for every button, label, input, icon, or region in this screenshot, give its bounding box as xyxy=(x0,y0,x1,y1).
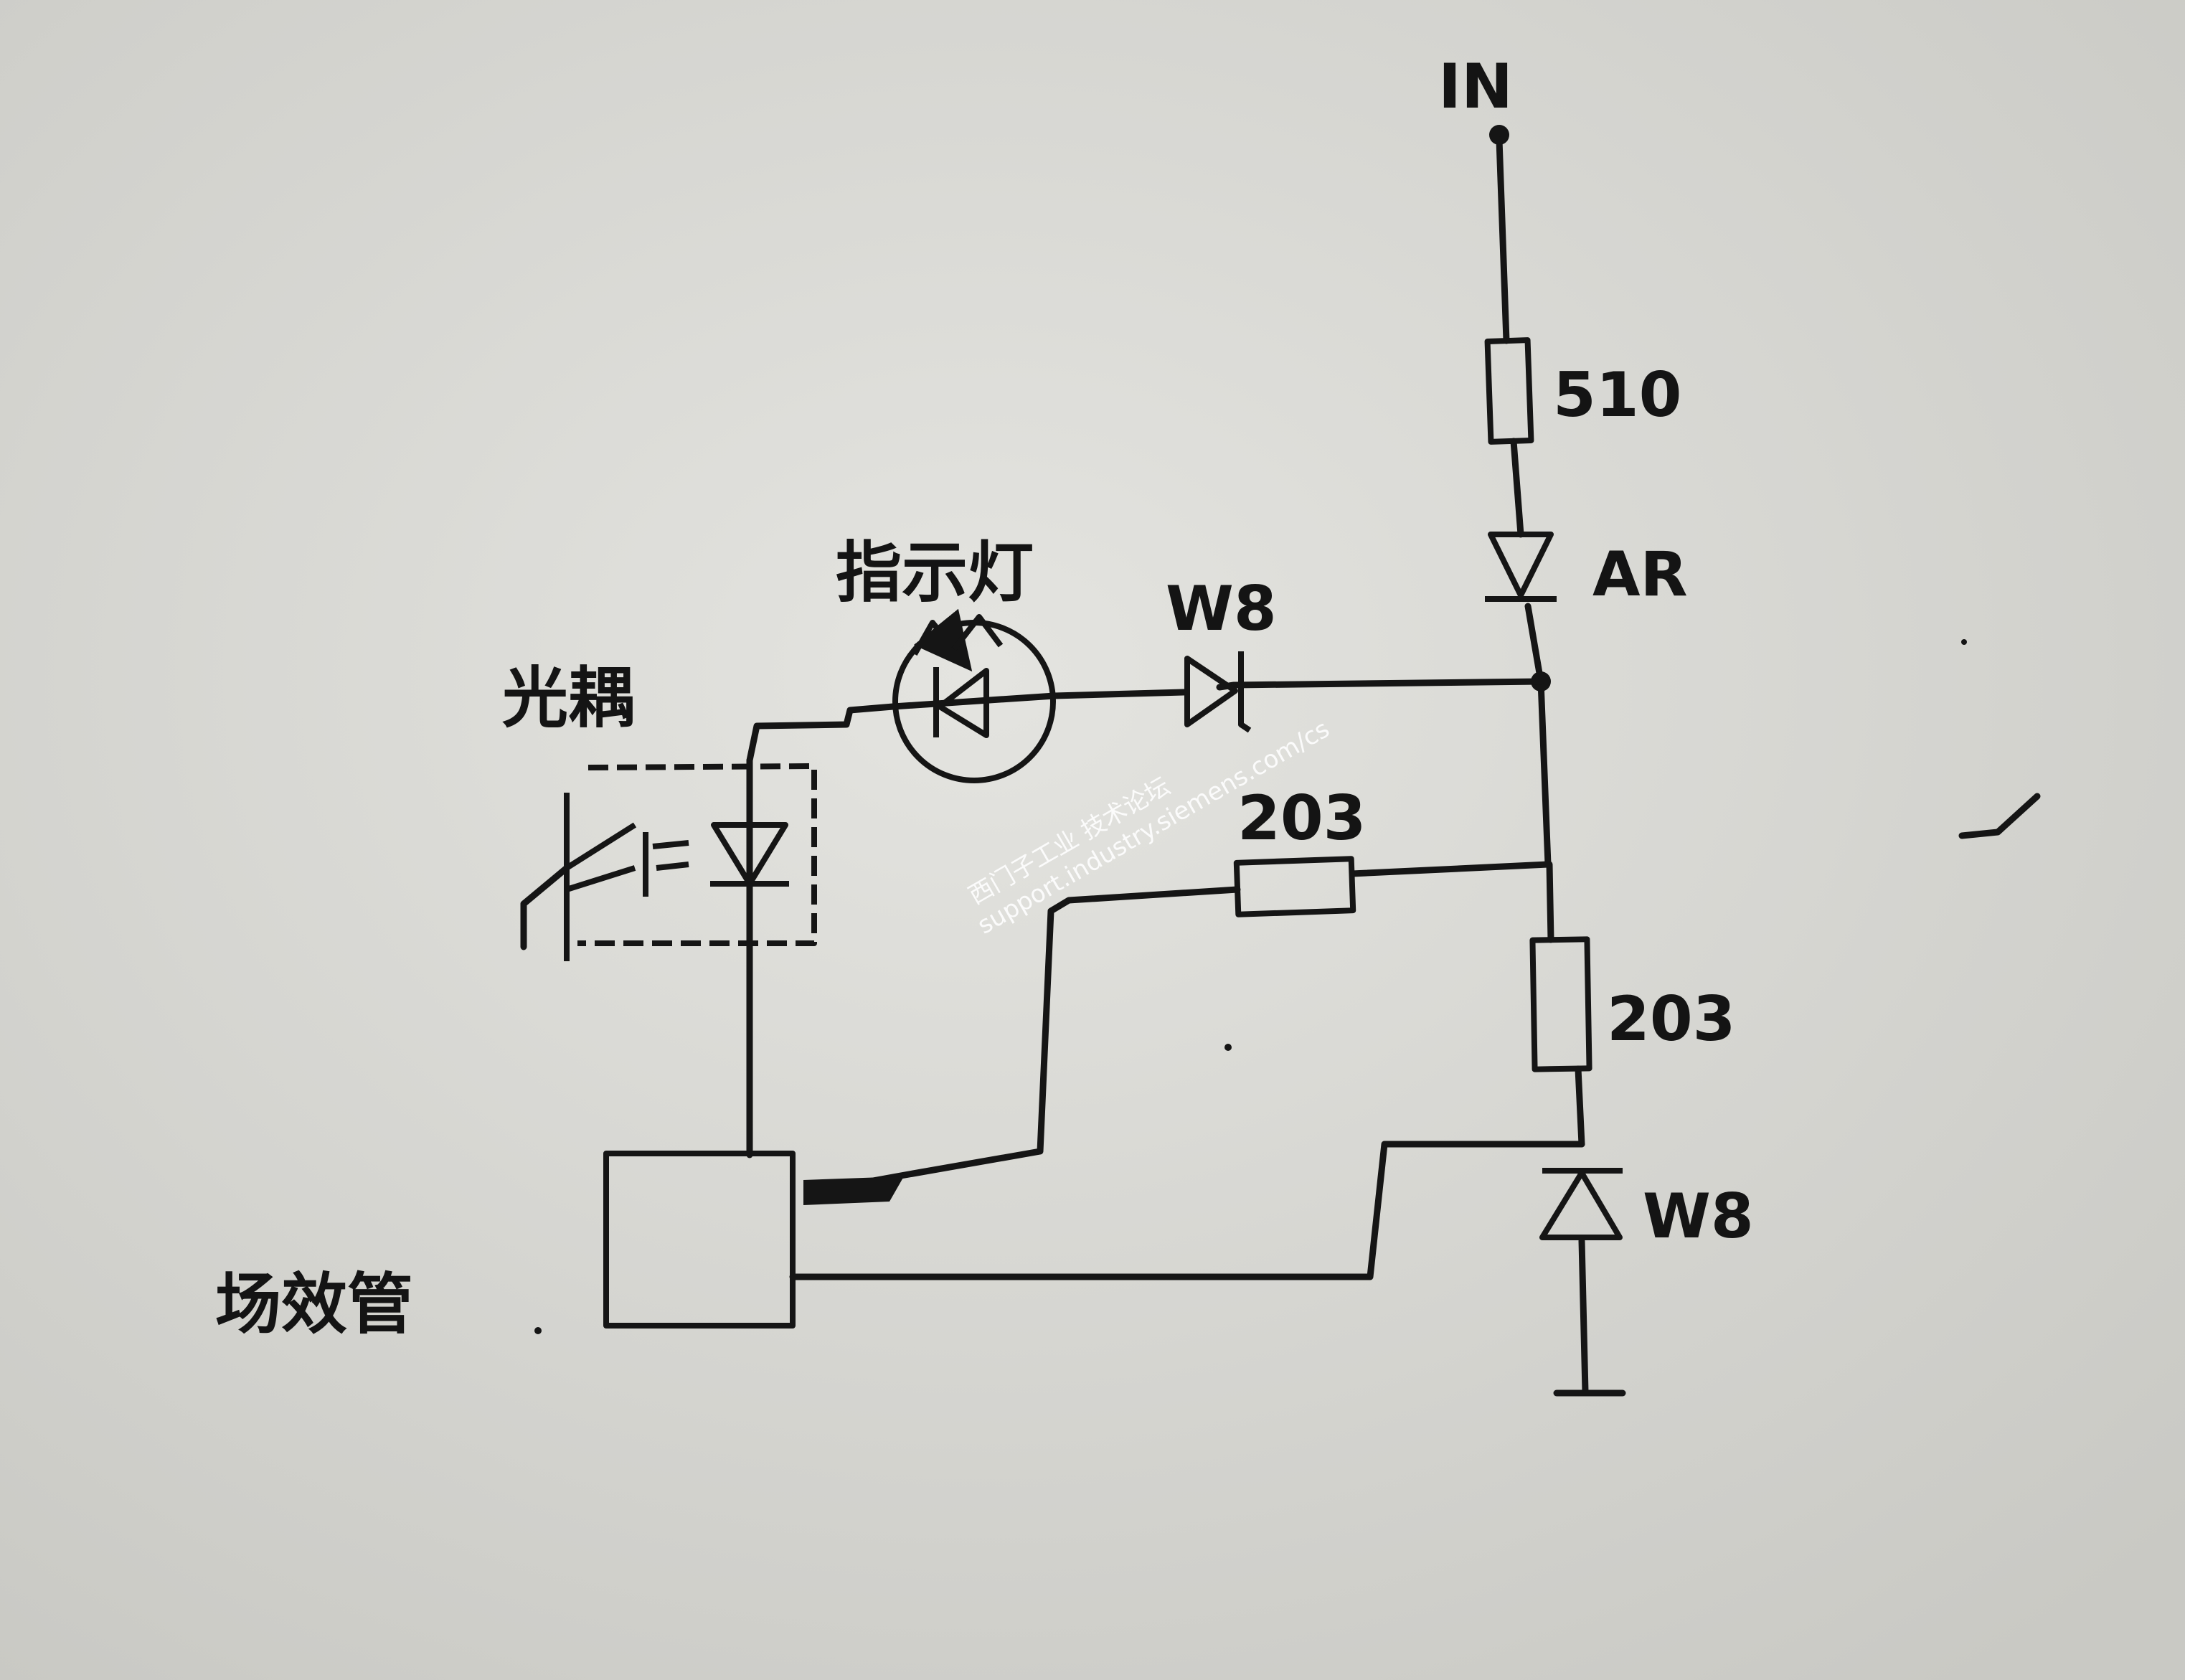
stray-dot xyxy=(534,1327,542,1334)
optocoupler xyxy=(520,757,817,1158)
stray-mark xyxy=(1958,793,2041,839)
resistor-510 xyxy=(1484,337,1534,445)
zener-w8-bottom xyxy=(1539,1168,1623,1240)
label-w8-bottom: W8 xyxy=(1643,1181,1754,1252)
label-in: IN xyxy=(1438,51,1513,123)
resistor-203-right xyxy=(1529,936,1592,1072)
label-203-mid: 203 xyxy=(1237,783,1367,854)
diode-ar xyxy=(1485,532,1557,602)
fet-box xyxy=(603,1151,796,1329)
label-optocoupler: 光耦 xyxy=(502,660,634,737)
label-203-right: 203 xyxy=(1607,983,1736,1055)
stray-dot xyxy=(1224,1044,1232,1051)
stray-dot xyxy=(1961,639,1967,645)
indicator-lamp xyxy=(889,608,1058,783)
label-ar: AR xyxy=(1592,539,1688,610)
zener-w8-top xyxy=(1184,651,1252,733)
gate-branch xyxy=(803,856,1552,1205)
label-510: 510 xyxy=(1553,359,1682,431)
label-w8-top: W8 xyxy=(1166,573,1277,645)
main-rail xyxy=(1489,125,1589,1395)
label-indicator: 指示灯 xyxy=(836,534,1034,611)
input-terminal xyxy=(1489,125,1509,145)
label-fet: 场效管 xyxy=(215,1266,413,1343)
